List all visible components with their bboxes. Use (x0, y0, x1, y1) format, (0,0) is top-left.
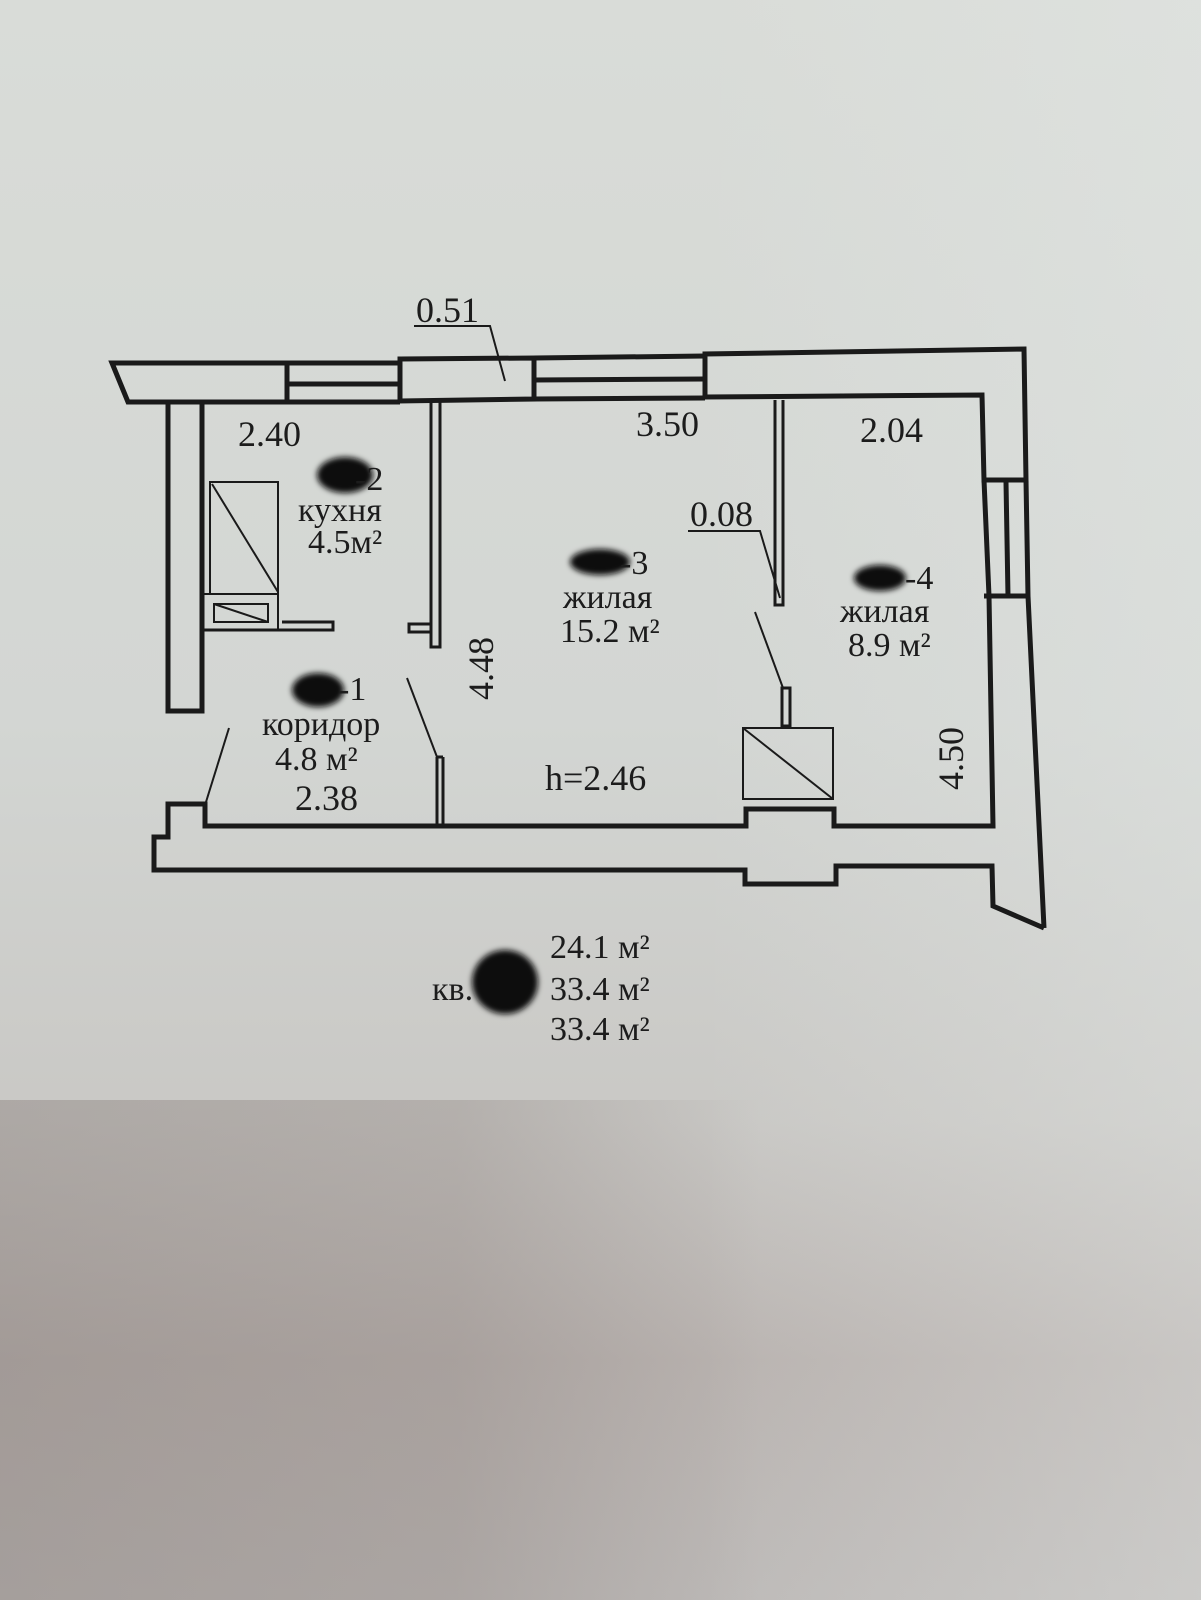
ceiling-height: h=2.46 (545, 758, 646, 798)
kitchen-counter-line (202, 620, 335, 632)
redaction-mark (472, 950, 538, 1014)
room-number: -1 (338, 671, 366, 708)
partition-living-bedroom (773, 400, 785, 607)
redaction-mark (854, 565, 906, 591)
room-name: кухня (298, 492, 382, 529)
door-living (406, 677, 438, 758)
kitchen-stove-icon (202, 593, 279, 631)
doors (205, 611, 784, 803)
room-number: -4 (905, 560, 933, 597)
total-area: 33.4 м² (550, 971, 650, 1008)
window-living (533, 353, 706, 402)
dim-living-depth: 4.48 (461, 637, 501, 700)
room-area: 8.9 м² (848, 627, 931, 664)
room-number: -2 (355, 461, 383, 498)
redaction-mark (292, 673, 344, 707)
stove-chimney-icon (742, 727, 834, 800)
room-name: жилая (839, 593, 930, 630)
dim-bedroom-width: 2.04 (860, 410, 923, 450)
window-kitchen (287, 360, 400, 405)
partition-kitchen-living (429, 402, 442, 649)
room-living: -3 жилая 15.2 м² (560, 545, 660, 650)
redaction-mark (317, 457, 373, 493)
dim-partition-thickness: 0.08 (690, 494, 753, 534)
room-kitchen: -2 кухня 4.5м² (298, 457, 383, 561)
partition-stub-kitchen (407, 622, 433, 634)
area-totals: кв. 24.1 м² 33.4 м² 33.4 м² (432, 929, 650, 1048)
partition-stub-bedroom (780, 686, 792, 728)
exterior-walls (108, 346, 1047, 931)
apartment-prefix: кв. (432, 971, 473, 1008)
room-bedroom: -4 жилая 8.9 м² (839, 560, 933, 664)
dim-bedroom-depth: 4.50 (931, 727, 971, 790)
total-area-with-balcony: 33.4 м² (550, 1011, 650, 1048)
leader-0.51 (414, 325, 506, 382)
leaders (414, 325, 781, 599)
wall-top-left (108, 360, 290, 405)
redaction-mark (570, 549, 630, 575)
room-area: 4.8 м² (275, 741, 358, 778)
room-corridor: -1 коридор 4.8 м² (262, 671, 380, 778)
wall-pier-top (397, 355, 537, 404)
wall-right-lower (151, 595, 1047, 931)
room-name: жилая (562, 579, 653, 616)
wall-left-outer (165, 402, 205, 714)
dim-window-niche: 0.51 (416, 290, 479, 330)
dimension-labels: 0.51 2.40 3.50 2.04 0.08 4.48 4.50 2.38 … (238, 290, 971, 818)
window-bedroom (981, 479, 1031, 599)
dim-corridor-width: 2.38 (295, 778, 358, 818)
fixtures (202, 481, 834, 800)
partition-corridor-living (435, 755, 445, 826)
dim-living-width: 3.50 (636, 404, 699, 444)
room-area: 4.5м² (308, 524, 382, 561)
room-number: -3 (620, 545, 648, 582)
room-area: 15.2 м² (560, 613, 660, 650)
door-entrance (205, 727, 230, 803)
leader-0.08 (688, 530, 781, 599)
dim-kitchen-width: 2.40 (238, 414, 301, 454)
living-area-total: 24.1 м² (550, 929, 650, 966)
kitchen-fridge-icon (209, 481, 279, 595)
door-bedroom (754, 611, 784, 689)
room-name: коридор (262, 706, 380, 743)
